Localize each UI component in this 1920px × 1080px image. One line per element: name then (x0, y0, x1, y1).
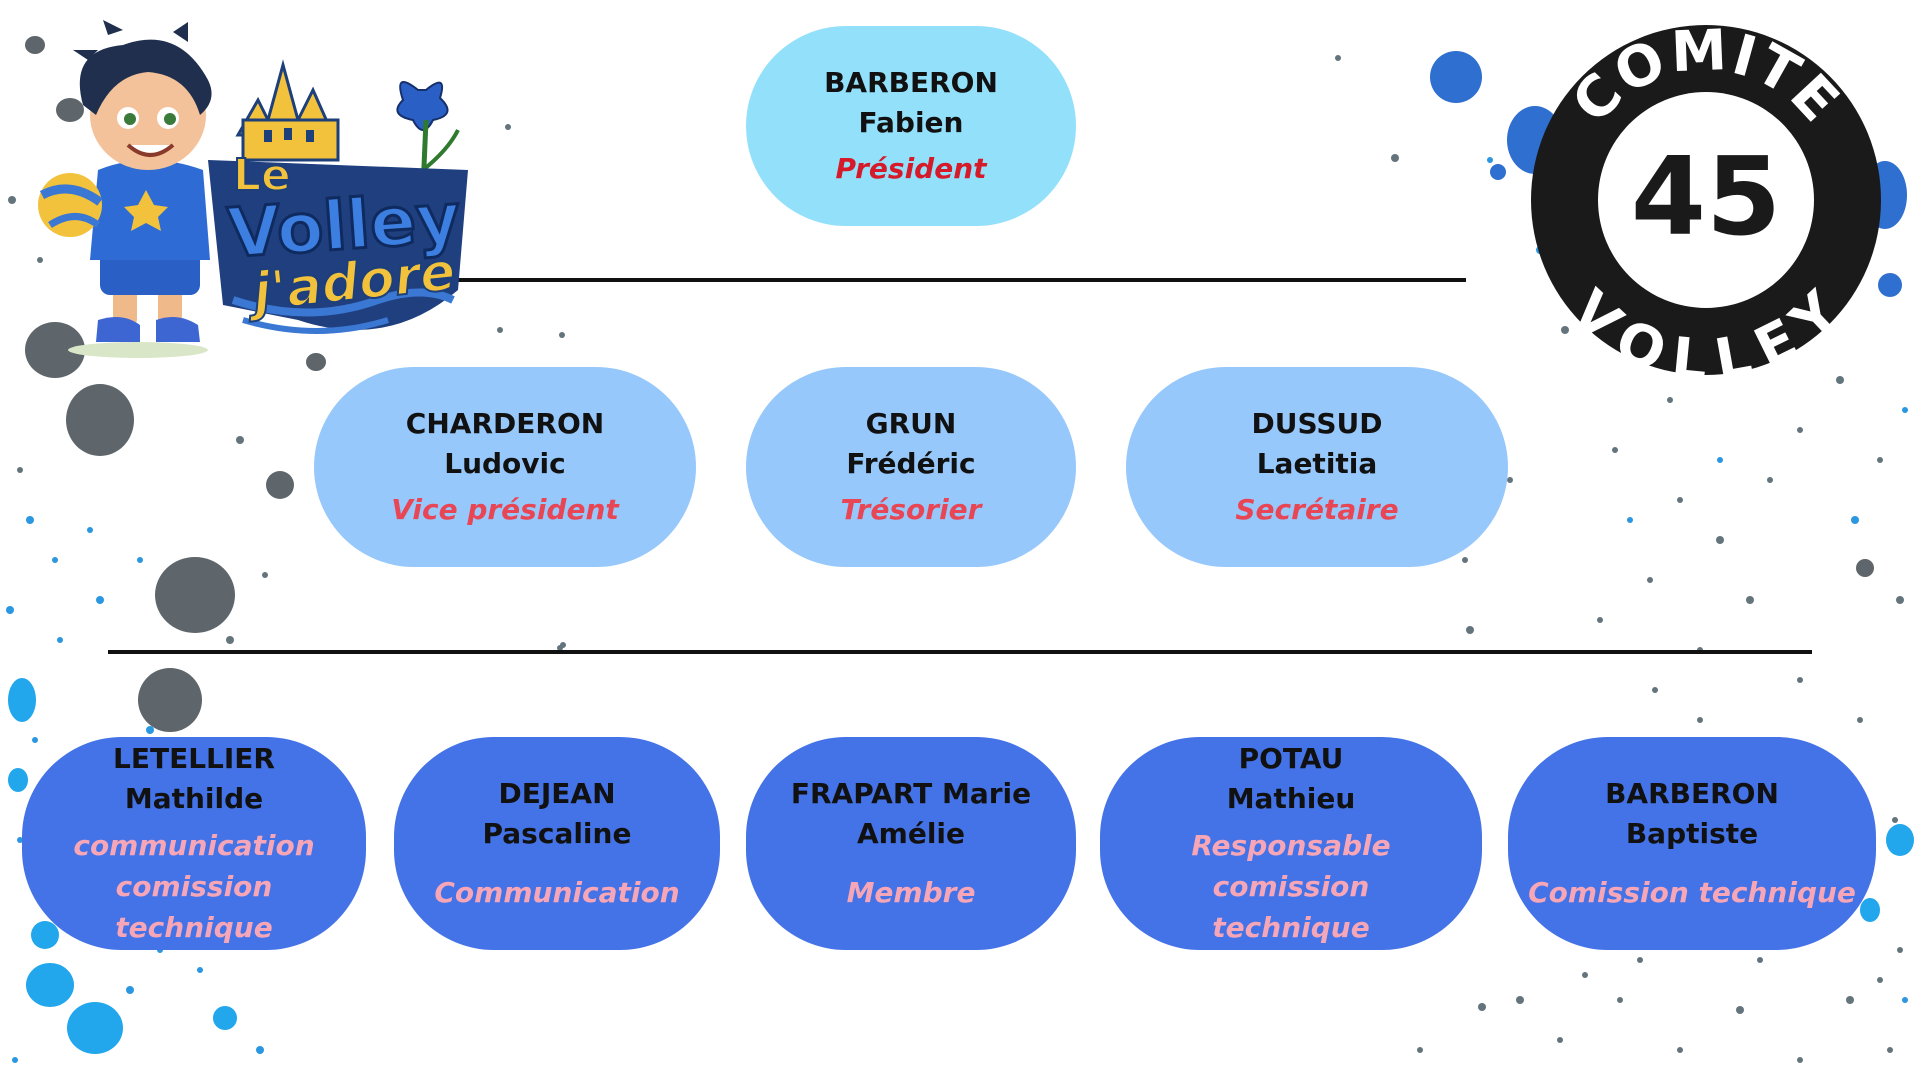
node-surname: LETELLIER (113, 742, 275, 775)
org-node-member-3: FRAPART Marie Amélie Membre (746, 737, 1076, 950)
node-surname: CHARDERON (405, 407, 605, 440)
node-role: Membre (846, 876, 976, 909)
org-node-member-2: DEJEAN Pascaline Communication (394, 737, 720, 950)
node-firstname: Mathieu (1226, 782, 1356, 815)
node-role: Vice président (391, 493, 619, 526)
node-firstname: Amélie (856, 817, 966, 850)
logo-number-45: 45 (1631, 135, 1781, 260)
node-role: Trésorier (840, 493, 982, 526)
node-role: Comission technique (1528, 876, 1856, 909)
org-node-vice-president: CHARDERON Ludovic Vice président (314, 367, 696, 567)
node-role: Communication (434, 876, 680, 909)
node-surname: BARBERON (1605, 777, 1779, 810)
light-blue-blotches (8, 678, 1914, 1054)
org-node-treasurer: GRUN Frédéric Trésorier (746, 367, 1076, 567)
node-role: Secrétaire (1235, 493, 1399, 526)
node-role: Président (835, 152, 987, 185)
node-firstname: Laetitia (1256, 447, 1378, 480)
node-surname: GRUN (865, 407, 957, 440)
logo-word-volley: Volley (225, 179, 463, 274)
node-firstname: Baptiste (1625, 817, 1759, 850)
node-surname: POTAU (1238, 742, 1344, 775)
node-surname: FRAPART Marie (790, 777, 1032, 810)
org-node-secretary: DUSSUD Laetitia Secrétaire (1126, 367, 1508, 567)
logo-word-le: Le (233, 150, 291, 201)
node-role: communication (73, 829, 315, 862)
node-firstname: Fabien (858, 106, 964, 139)
iris-flower-icon (396, 81, 460, 191)
comite-45-volley-logo: COMITE VOLLEY 45 (1531, 22, 1881, 378)
node-firstname: Ludovic (444, 447, 566, 480)
node-firstname: Pascaline (482, 817, 632, 850)
divider-line-bottom (108, 650, 1812, 654)
node-role-line2: technique (1212, 911, 1370, 944)
org-node-president: BARBERON Fabien Président (746, 26, 1076, 226)
dark-blotches (25, 36, 1874, 732)
le-volley-jadore-logo: Le Volley j'adore (38, 20, 468, 358)
node-firstname: Frédéric (846, 447, 976, 480)
node-role-line2: comission technique (115, 870, 273, 944)
org-node-member-4: POTAU Mathieu Responsable comission tech… (1100, 737, 1482, 950)
node-firstname: Mathilde (124, 782, 264, 815)
node-surname: BARBERON (824, 66, 998, 99)
org-node-member-5: BARBERON Baptiste Comission technique (1508, 737, 1876, 950)
castle-emblem-icon (235, 59, 340, 162)
node-surname: DEJEAN (498, 777, 616, 810)
org-node-member-1: LETELLIER Mathilde communication comissi… (22, 737, 366, 950)
divider-line-top (416, 278, 1466, 282)
node-surname: DUSSUD (1251, 407, 1383, 440)
volleyball-kid-mascot-icon (38, 20, 212, 358)
node-role: Responsable comission (1191, 829, 1391, 903)
